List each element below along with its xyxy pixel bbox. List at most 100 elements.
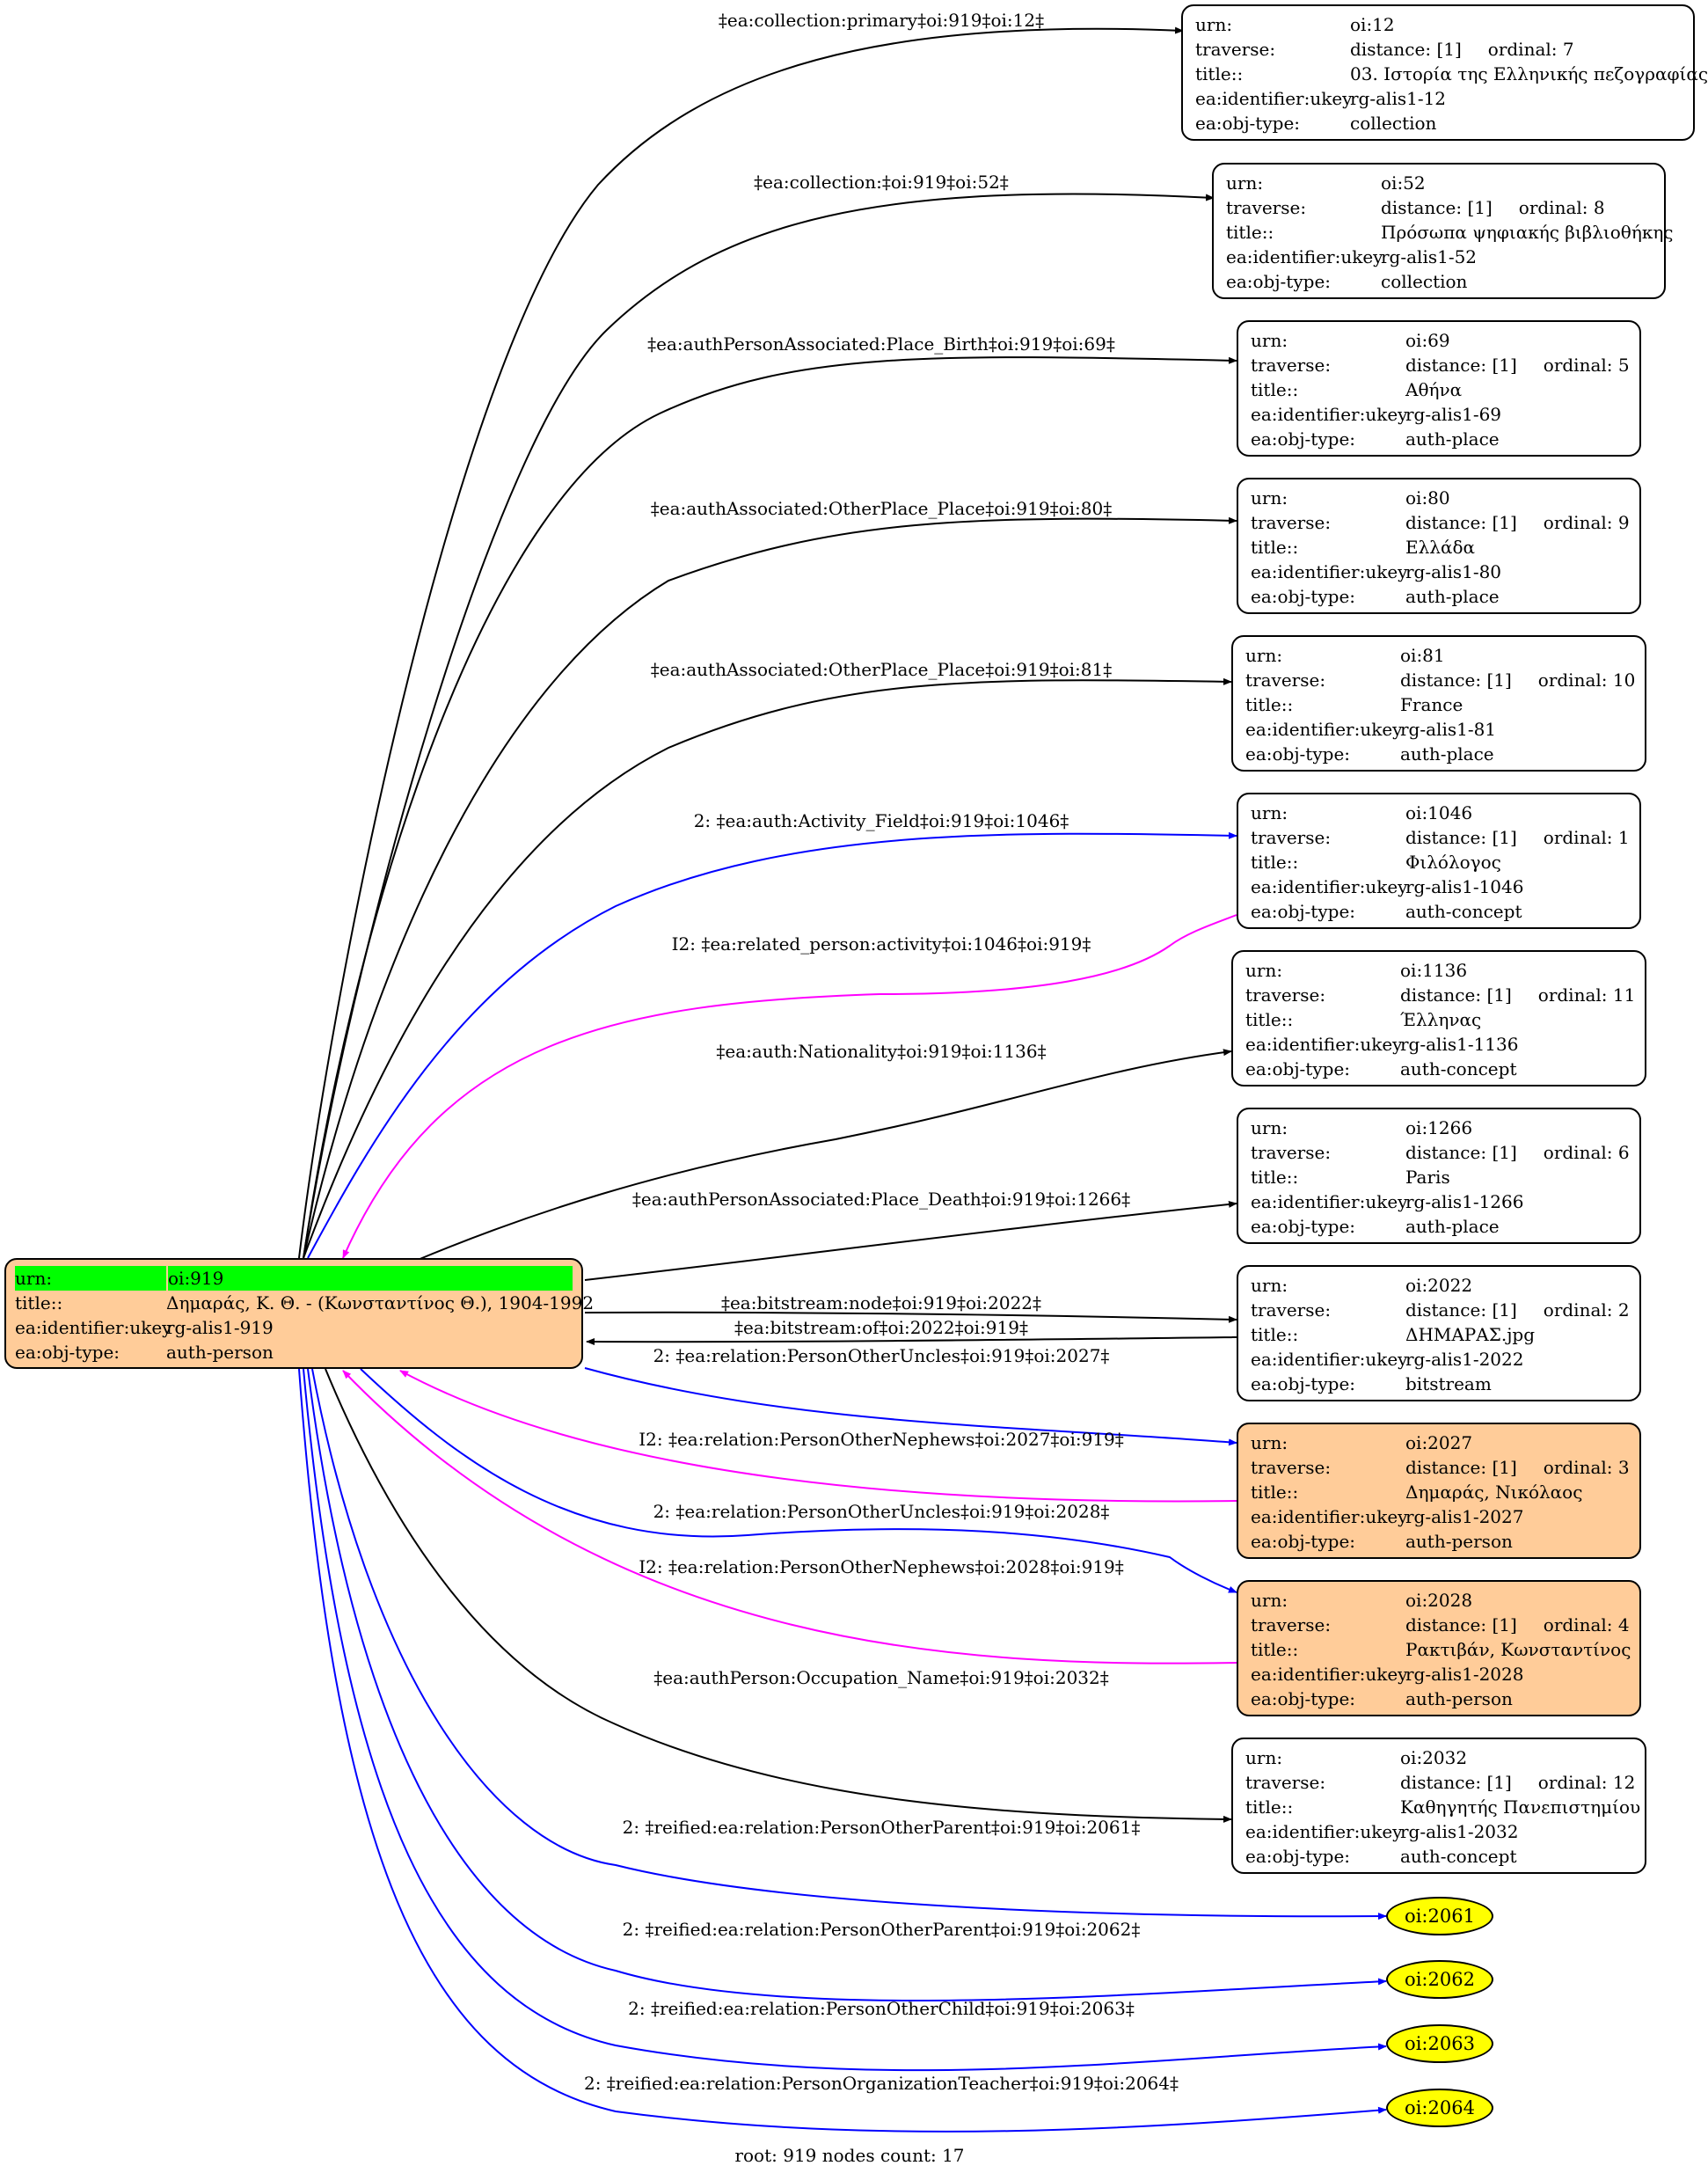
node-oi2022[interactable]: urn:oi:2022 traverse:distance: [1]ordina… [1237, 1265, 1641, 1401]
field-key: title:: [1251, 852, 1299, 873]
ellipse-node-oi2062[interactable]: oi:2062 [1386, 1960, 1493, 1999]
edge-label: 2: ‡reified:ea:relation:PersonOtherParen… [623, 1817, 1141, 1838]
field-value: distance: [1]ordinal: 9 [1405, 512, 1630, 533]
field-key: ea:obj-type: [1195, 113, 1301, 134]
field-key: traverse: [1251, 1614, 1332, 1635]
edge-label: 2: ‡ea:relation:PersonOtherUncles‡oi:919… [653, 1345, 1110, 1366]
field-value: Φιλόλογος [1405, 852, 1501, 873]
field-value: auth-place [1405, 428, 1500, 450]
node-oi1266[interactable]: urn:oi:1266 traverse:distance: [1]ordina… [1237, 1108, 1641, 1244]
field-key: ea:obj-type: [15, 1342, 120, 1363]
edge-oi81 [303, 677, 1232, 1259]
field-key: ea:obj-type: [1251, 1531, 1356, 1552]
field-key: traverse: [1251, 827, 1332, 848]
field-key: ea:identifier:ukey [15, 1317, 172, 1338]
field-key: urn: [15, 1266, 166, 1291]
field-value: rg-alis1-52 [1381, 246, 1478, 267]
field-value: bitstream [1405, 1373, 1492, 1394]
node-oi2027[interactable]: urn:oi:2027 traverse:distance: [1]ordina… [1237, 1423, 1641, 1559]
edge-label: ‡ea:authPersonAssociated:Place_Birth‡oi:… [647, 333, 1115, 355]
node-oi12[interactable]: urn:oi:12 traverse:distance: [1]ordinal:… [1181, 4, 1708, 141]
node-oi2028[interactable]: urn:oi:2028 traverse:distance: [1]ordina… [1237, 1580, 1641, 1716]
field-key: title:: [1251, 1482, 1299, 1503]
edge-label: I2: ‡ea:related_person:activity‡oi:1046‡… [672, 933, 1091, 955]
edge-label: 2: ‡ea:auth:Activity_Field‡oi:919‡oi:104… [694, 810, 1069, 831]
field-key: ea:identifier:ukey [1251, 1506, 1408, 1527]
root-node[interactable]: urn:oi:919 title::Δημαράς, Κ. Θ. - (Κωνσ… [4, 1258, 594, 1369]
field-value: rg-alis1-80 [1405, 561, 1502, 582]
field-value: oi:2027 [1405, 1432, 1473, 1453]
edge-label: ‡ea:bitstream:node‡oi:919‡oi:2022‡ [721, 1292, 1041, 1313]
field-key: ea:obj-type: [1245, 1058, 1351, 1079]
field-key: urn: [1251, 487, 1288, 508]
field-key: ea:obj-type: [1251, 1373, 1356, 1394]
edge-oi12 [298, 26, 1184, 1259]
field-key: urn: [1251, 330, 1288, 351]
edge-oi69 [303, 356, 1237, 1259]
edge-oi2062 [307, 1368, 1387, 2002]
field-key: traverse: [1195, 39, 1276, 60]
field-value: oi:1266 [1405, 1117, 1473, 1138]
edge-label: ‡ea:authPerson:Occupation_Name‡oi:919‡oi… [653, 1667, 1109, 1688]
node-oi52[interactable]: urn:oi:52 traverse:distance: [1]ordinal:… [1212, 163, 1674, 299]
root-title-row: title::Δημαράς, Κ. Θ. - (Κωνσταντίνος Θ.… [15, 1291, 594, 1315]
field-key: urn: [1251, 1275, 1288, 1296]
node-oi1136[interactable]: urn:oi:1136 traverse:distance: [1]ordina… [1231, 950, 1646, 1086]
field-key: urn: [1251, 1432, 1288, 1453]
field-key: ea:identifier:ukey [1251, 561, 1408, 582]
node-oi81[interactable]: urn:oi:81 traverse:distance: [1]ordinal:… [1231, 635, 1646, 772]
node-oi69[interactable]: urn:oi:69 traverse:distance: [1]ordinal:… [1237, 320, 1641, 457]
field-value: auth-concept [1400, 1846, 1517, 1867]
field-key: urn: [1245, 645, 1283, 666]
field-key: title:: [1245, 694, 1294, 715]
field-key: title:: [1195, 63, 1244, 84]
node-oi80[interactable]: urn:oi:80 traverse:distance: [1]ordinal:… [1237, 478, 1641, 614]
node-oi2032[interactable]: urn:oi:2032 traverse:distance: [1]ordina… [1231, 1738, 1646, 1874]
field-value: distance: [1]ordinal: 8 [1381, 197, 1605, 218]
field-key: ea:obj-type: [1245, 743, 1351, 765]
ellipse-node-oi2064[interactable]: oi:2064 [1386, 2089, 1493, 2127]
field-key: title:: [15, 1292, 63, 1313]
edge-oi1266 [584, 1200, 1237, 1281]
field-value: distance: [1]ordinal: 12 [1400, 1772, 1636, 1793]
field-value: rg-alis1-12 [1350, 88, 1447, 109]
node-oi1046[interactable]: urn:oi:1046 traverse:distance: [1]ordina… [1237, 793, 1641, 929]
field-value: oi:2032 [1400, 1747, 1468, 1768]
ellipse-node-oi2061[interactable]: oi:2061 [1386, 1897, 1493, 1935]
root-urn-row: urn:oi:919 [15, 1266, 573, 1291]
field-key: ea:obj-type: [1251, 586, 1356, 607]
field-value: distance: [1]ordinal: 6 [1405, 1142, 1630, 1163]
field-key: ea:obj-type: [1251, 428, 1356, 450]
field-value: distance: [1]ordinal: 3 [1405, 1457, 1630, 1478]
ellipse-node-oi2063[interactable]: oi:2063 [1386, 2024, 1493, 2063]
field-key: ea:identifier:ukey [1251, 1349, 1408, 1370]
field-key: ea:identifier:ukey [1251, 404, 1408, 425]
field-key: ea:obj-type: [1245, 1846, 1351, 1867]
field-value: oi:2028 [1405, 1590, 1473, 1611]
field-value: collection [1381, 271, 1468, 292]
field-value: oi:80 [1405, 487, 1450, 508]
field-key: ea:obj-type: [1226, 271, 1332, 292]
field-key: title:: [1226, 222, 1274, 243]
field-key: title:: [1251, 1324, 1299, 1345]
field-key: urn: [1226, 172, 1264, 194]
field-key: ea:identifier:ukey [1245, 1034, 1403, 1055]
field-value: collection [1350, 113, 1437, 134]
field-key: title:: [1251, 1167, 1299, 1188]
field-key: urn: [1251, 1590, 1288, 1611]
edge-label: 2: ‡reified:ea:relation:PersonOtherParen… [623, 1919, 1141, 1940]
field-value: auth-place [1405, 586, 1500, 607]
field-key: ea:obj-type: [1251, 1216, 1356, 1237]
field-value: distance: [1]ordinal: 7 [1350, 39, 1574, 60]
field-key: title:: [1251, 1639, 1299, 1660]
field-key: ea:identifier:ukey [1251, 876, 1408, 897]
field-key: ea:identifier:ukey [1245, 719, 1403, 740]
field-value: oi:919 [168, 1266, 573, 1291]
edge-oi2022 [584, 1311, 1237, 1323]
edge-oi2063 [303, 1368, 1387, 2072]
field-value: rg-alis1-2032 [1400, 1821, 1519, 1842]
field-value: Δημαράς, Κ. Θ. - (Κωνσταντίνος Θ.), 1904… [166, 1292, 595, 1313]
field-key: ea:identifier:ukey [1251, 1664, 1408, 1685]
field-value: rg-alis1-69 [1405, 404, 1502, 425]
edge-label: 2: ‡reified:ea:relation:PersonOtherChild… [628, 1998, 1135, 2019]
